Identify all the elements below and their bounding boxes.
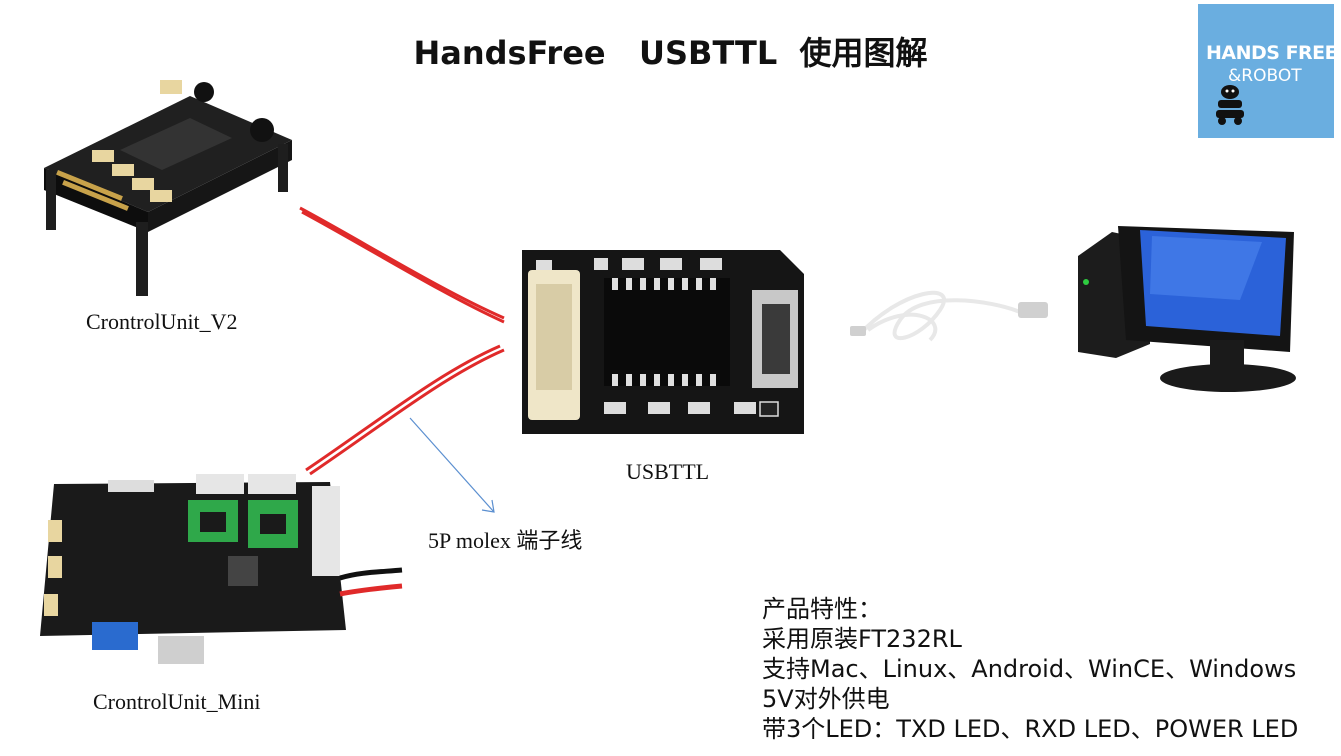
page-title: HandsFree USBTTL 使用图解 [413,34,928,72]
usb-cable [858,290,1021,342]
usb-plug [1018,302,1048,318]
controlunit-mini-label: CrontrolUnit_Mini [93,689,261,714]
molex-arrow [409,417,495,513]
computer-icon [1078,226,1296,392]
molex-cable-label: 5P molex 端子线 [428,528,583,553]
feature-item: 5V对外供电 [762,685,890,713]
robot-icon [1216,85,1244,125]
feature-item: 采用原装FT232RL [762,625,962,653]
usbttl-label: USBTTL [626,459,710,484]
micro-usb-plug [850,326,866,336]
logo-line1: HANDS FREE [1206,42,1338,64]
logo-line2: &ROBOT [1228,66,1302,86]
feature-item: 带3个LED：TXD LED、RXD LED、POWER LED [762,715,1299,743]
usbttl-board [522,250,804,434]
product-features: 产品特性： 采用原装FT232RL 支持Mac、Linux、Android、Wi… [762,594,1298,744]
feature-item: 支持Mac、Linux、Android、WinCE、Windows [762,655,1297,683]
handsfree-logo: HANDS FREE &ROBOT [1198,4,1338,138]
features-heading: 产品特性： [762,595,882,623]
controlunit-mini-board [40,474,403,664]
molex-cables [299,206,505,476]
controlunit-v2-board [44,80,292,296]
controlunit-v2-label: CrontrolUnit_V2 [86,309,238,334]
